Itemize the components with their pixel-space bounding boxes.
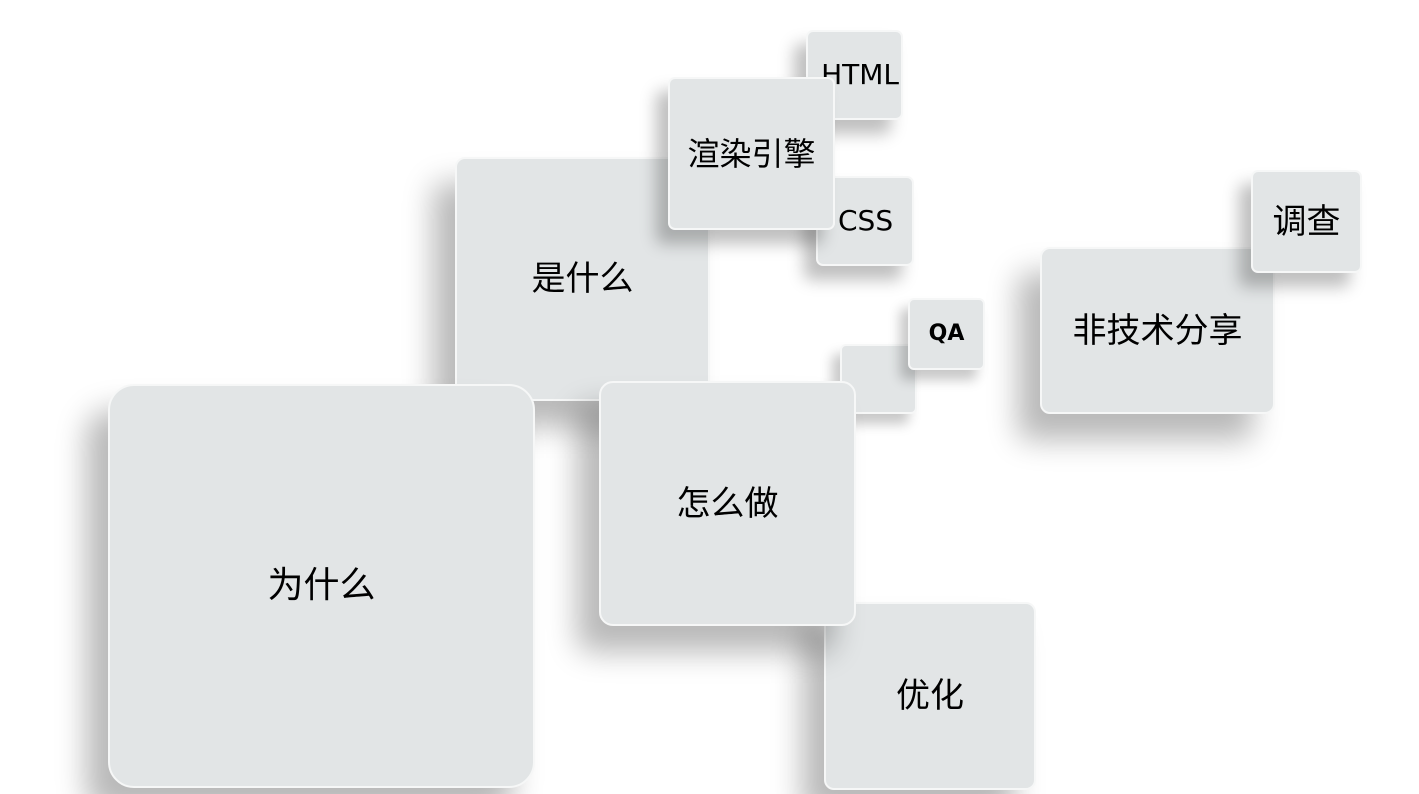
tile-what[interactable]: 是什么 (455, 157, 710, 401)
tile-how[interactable]: 怎么做 (599, 381, 856, 626)
tile-css-label: CSS (838, 204, 894, 237)
tile-optimize-label: 优化 (896, 676, 964, 716)
tile-render-engine-label: 渲染引擎 (687, 134, 816, 173)
tile-survey[interactable]: 调查 (1251, 170, 1362, 273)
tile-qa[interactable]: QA (908, 298, 985, 370)
tile-how-label: 怎么做 (676, 483, 779, 524)
tile-why[interactable]: 为什么 (108, 384, 535, 788)
tile-qa-label: QA (928, 321, 965, 346)
tile-what-label: 是什么 (531, 259, 634, 299)
tile-why-label: 为什么 (267, 565, 376, 606)
tile-non-tech-share[interactable]: 非技术分享 (1040, 247, 1275, 414)
tile-optimize[interactable]: 优化 (824, 602, 1036, 790)
tile-survey-label: 调查 (1272, 201, 1341, 242)
tile-render-engine[interactable]: 渲染引擎 (668, 77, 835, 230)
tile-non-tech-share-label: 非技术分享 (1072, 310, 1243, 351)
